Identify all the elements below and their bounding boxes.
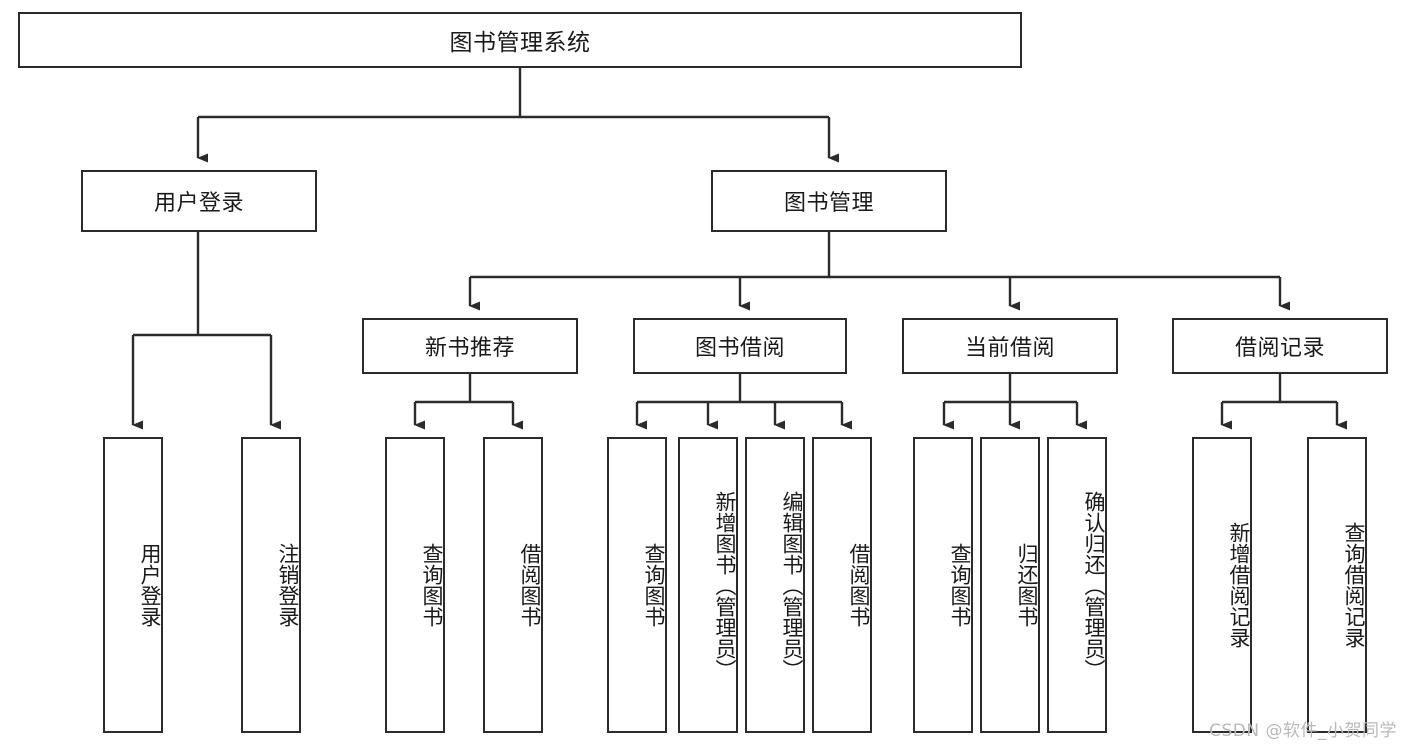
node-borrowing-record[interactable]: 借阅记录 bbox=[1172, 318, 1388, 374]
node-book-management[interactable]: 图书管理 bbox=[711, 170, 947, 232]
node-root-book-management-system[interactable]: 图书管理系统 bbox=[18, 12, 1022, 68]
leaf-borrow-record-query-record[interactable]: 查询借阅记录 bbox=[1307, 437, 1367, 733]
leaf-new-book-borrow-books[interactable]: 借阅图书 bbox=[483, 437, 543, 733]
leaf-book-borrow-query-books[interactable]: 查询图书 bbox=[607, 437, 667, 733]
node-book-borrowing[interactable]: 图书借阅 bbox=[633, 318, 847, 374]
leaf-current-borrow-query-books[interactable]: 查询图书 bbox=[913, 437, 973, 733]
leaf-user-login-login[interactable]: 用户登录 bbox=[103, 437, 163, 733]
leaf-current-borrow-confirm-return-admin[interactable]: 确认归还（管理员） bbox=[1047, 437, 1107, 733]
watermark-text: CSDN @软件_小贺同学 bbox=[1209, 721, 1397, 741]
leaf-book-borrow-add-book-admin[interactable]: 新增图书（管理员） bbox=[678, 437, 738, 733]
leaf-current-borrow-return-books[interactable]: 归还图书 bbox=[980, 437, 1040, 733]
node-current-borrowing[interactable]: 当前借阅 bbox=[902, 318, 1118, 374]
leaf-new-book-query-books[interactable]: 查询图书 bbox=[385, 437, 445, 733]
leaf-borrow-record-add-record[interactable]: 新增借阅记录 bbox=[1192, 437, 1252, 733]
leaf-book-borrow-edit-book-admin[interactable]: 编辑图书（管理员） bbox=[745, 437, 805, 733]
node-new-book-recommendation[interactable]: 新书推荐 bbox=[362, 318, 578, 374]
leaf-book-borrow-borrow-books[interactable]: 借阅图书 bbox=[812, 437, 872, 733]
leaf-user-login-logout[interactable]: 注销登录 bbox=[241, 437, 301, 733]
node-user-login[interactable]: 用户登录 bbox=[81, 170, 317, 232]
